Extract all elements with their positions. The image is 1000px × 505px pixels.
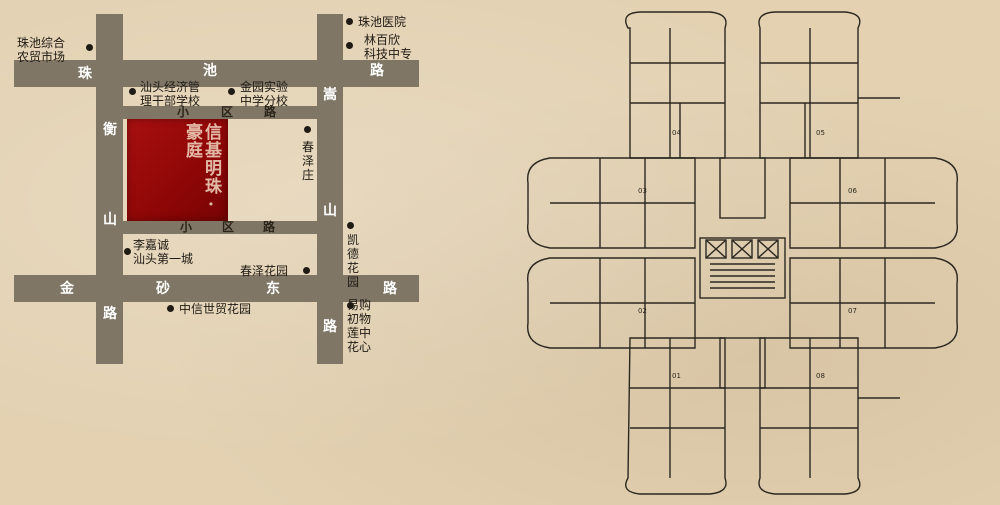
unit-label: 04 bbox=[672, 129, 681, 137]
road-label: 东 bbox=[266, 281, 280, 297]
place-marker bbox=[129, 88, 136, 95]
place-yigou: 易购 初物 莲中 花心 bbox=[347, 298, 372, 354]
road-jinsha-east bbox=[14, 275, 419, 302]
unit-label: 05 bbox=[816, 129, 825, 137]
road-label: 池 bbox=[203, 63, 217, 79]
road-xiaoqu-bottom bbox=[123, 221, 317, 234]
place-linbaixin: 林百欣 科技中专 bbox=[364, 33, 413, 61]
place-kailong: 凯 德 花 园 bbox=[347, 233, 360, 289]
place-marker bbox=[347, 302, 354, 309]
road-label: 路 bbox=[323, 319, 337, 335]
unit-label: 03 bbox=[638, 187, 647, 195]
unit-label: 01 bbox=[672, 372, 681, 380]
road-label: 衡 bbox=[103, 122, 117, 138]
place-lijiacheng: 李嘉诚 汕头第一城 bbox=[133, 238, 194, 266]
place-jinyuan-school: 金园实验 中学分校 bbox=[240, 80, 289, 108]
road-label: 山 bbox=[323, 203, 337, 219]
road-label: 路 bbox=[264, 105, 277, 119]
road-label: 山 bbox=[103, 212, 117, 228]
estate-block[interactable]: 信基明珠·豪庭 bbox=[127, 119, 228, 221]
road-label: 小 bbox=[177, 105, 190, 119]
unit-label: 02 bbox=[638, 307, 647, 315]
place-marker bbox=[167, 305, 174, 312]
place-marker bbox=[304, 126, 311, 133]
place-marker bbox=[346, 42, 353, 49]
road-label: 砂 bbox=[156, 281, 170, 297]
place-marker bbox=[303, 267, 310, 274]
road-xiaoqu-top bbox=[123, 106, 317, 119]
place-marker bbox=[86, 44, 93, 51]
place-marker bbox=[124, 248, 131, 255]
road-label: 嵩 bbox=[323, 87, 337, 103]
place-marker bbox=[228, 88, 235, 95]
unit-label: 07 bbox=[848, 307, 857, 315]
road-label: 路 bbox=[383, 281, 397, 297]
place-chunze-garden: 春泽花园 bbox=[240, 264, 289, 278]
floor-plan-drawing: 04 05 03 06 02 07 01 08 bbox=[526, 11, 959, 495]
place-marker bbox=[347, 222, 354, 229]
place-chunze-zhuang: 春 泽 庄 bbox=[302, 140, 315, 182]
road-label: 小 bbox=[180, 220, 193, 234]
place-citic: 中信世贸花园 bbox=[179, 302, 252, 316]
road-label: 路 bbox=[370, 63, 384, 79]
place-zhuchi-hospital: 珠池医院 bbox=[358, 15, 407, 29]
place-zhuchi-market: 珠池综合 农贸市场 bbox=[17, 36, 66, 64]
estate-title: 信基明珠·豪庭 bbox=[182, 123, 221, 216]
road-label: 路 bbox=[103, 306, 117, 322]
road-label: 金 bbox=[60, 281, 74, 297]
road-label: 路 bbox=[263, 220, 276, 234]
place-cadre-school: 汕头经济管 理干部学校 bbox=[140, 80, 201, 108]
road-label: 区 bbox=[221, 105, 234, 119]
place-marker bbox=[346, 18, 353, 25]
road-label: 珠 bbox=[78, 66, 92, 82]
unit-label: 06 bbox=[848, 187, 857, 195]
road-label: 区 bbox=[222, 220, 235, 234]
floor-plan: 04 05 03 06 02 07 01 08 bbox=[520, 8, 980, 498]
unit-label: 08 bbox=[816, 372, 825, 380]
road-zhuchi bbox=[14, 60, 419, 87]
